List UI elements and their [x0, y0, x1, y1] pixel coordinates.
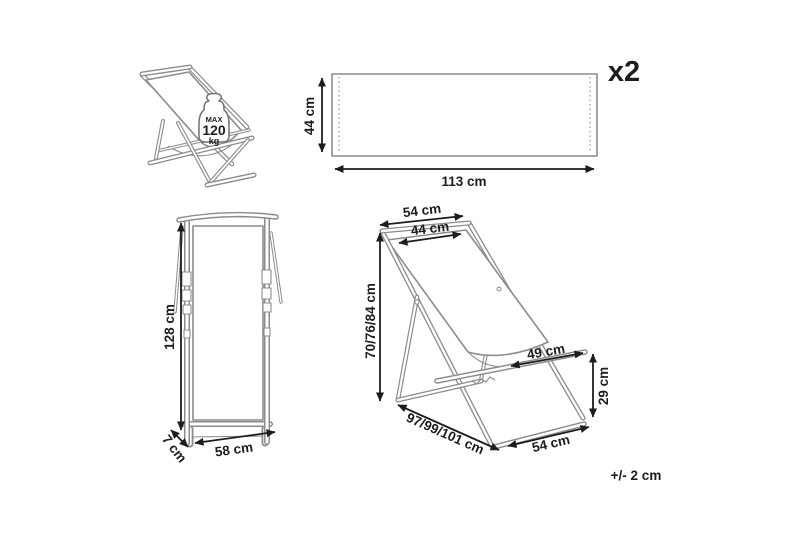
hinge-bolt	[414, 299, 420, 305]
seat-depth-dimension-label: 49 cm	[526, 341, 566, 362]
fabric-height-dimension-label: 44 cm	[302, 97, 317, 135]
fabric-width-dimension-label: 113 cm	[441, 174, 486, 189]
front-depth-dimension-arrow	[170, 429, 189, 448]
hinge-details	[181, 269, 272, 339]
fabric-panel-diagram: 44 cm 113 cm	[302, 73, 598, 189]
side-frame-width-dimension-arrow	[398, 231, 462, 246]
front-height-dimension-label: 128 cm	[162, 304, 177, 350]
max-weight-unit: kg	[209, 136, 220, 146]
side-top-width-dimension-label: 54 cm	[402, 201, 442, 221]
side-top-width-dimension-arrow	[379, 212, 464, 229]
seat-height-dimension-label: 29 cm	[596, 367, 611, 405]
base-width-dimension-arrow	[507, 425, 590, 448]
side-frame-width-dimension-label: 44 cm	[410, 219, 450, 239]
footprint-depth-dimension-arrow	[397, 404, 500, 451]
footprint-depth-dimension-label: 97/99/101 cm	[404, 410, 486, 458]
max-weight-value: 120	[202, 122, 226, 138]
max-weight-icon: MAX 120 kg	[198, 92, 230, 146]
max-weight-prefix: MAX	[206, 115, 223, 124]
front-view-diagram: 128 cm 7 cm 58 cm	[159, 211, 283, 465]
hinge-bolt	[496, 286, 502, 292]
fabric-panel-outline	[331, 73, 598, 157]
quantity-label: x2	[608, 56, 640, 88]
deckchair-small-drawing	[139, 64, 257, 188]
front-width-dimension-label: 58 cm	[214, 439, 254, 459]
tolerance-label: +/- 2 cm	[611, 468, 662, 483]
side-height-dimension-label: 70/76/84 cm	[363, 283, 378, 359]
max-load-illustration: MAX 120 kg	[139, 64, 257, 188]
front-width-dimension-arrow	[194, 429, 276, 446]
side-view-diagram: 54 cm 44 cm 70/76/84 cm 49 cm 29 cm 97/9…	[363, 201, 611, 458]
front-view-drawing	[173, 211, 283, 448]
seat-depth-dimension-arrow	[510, 350, 584, 369]
